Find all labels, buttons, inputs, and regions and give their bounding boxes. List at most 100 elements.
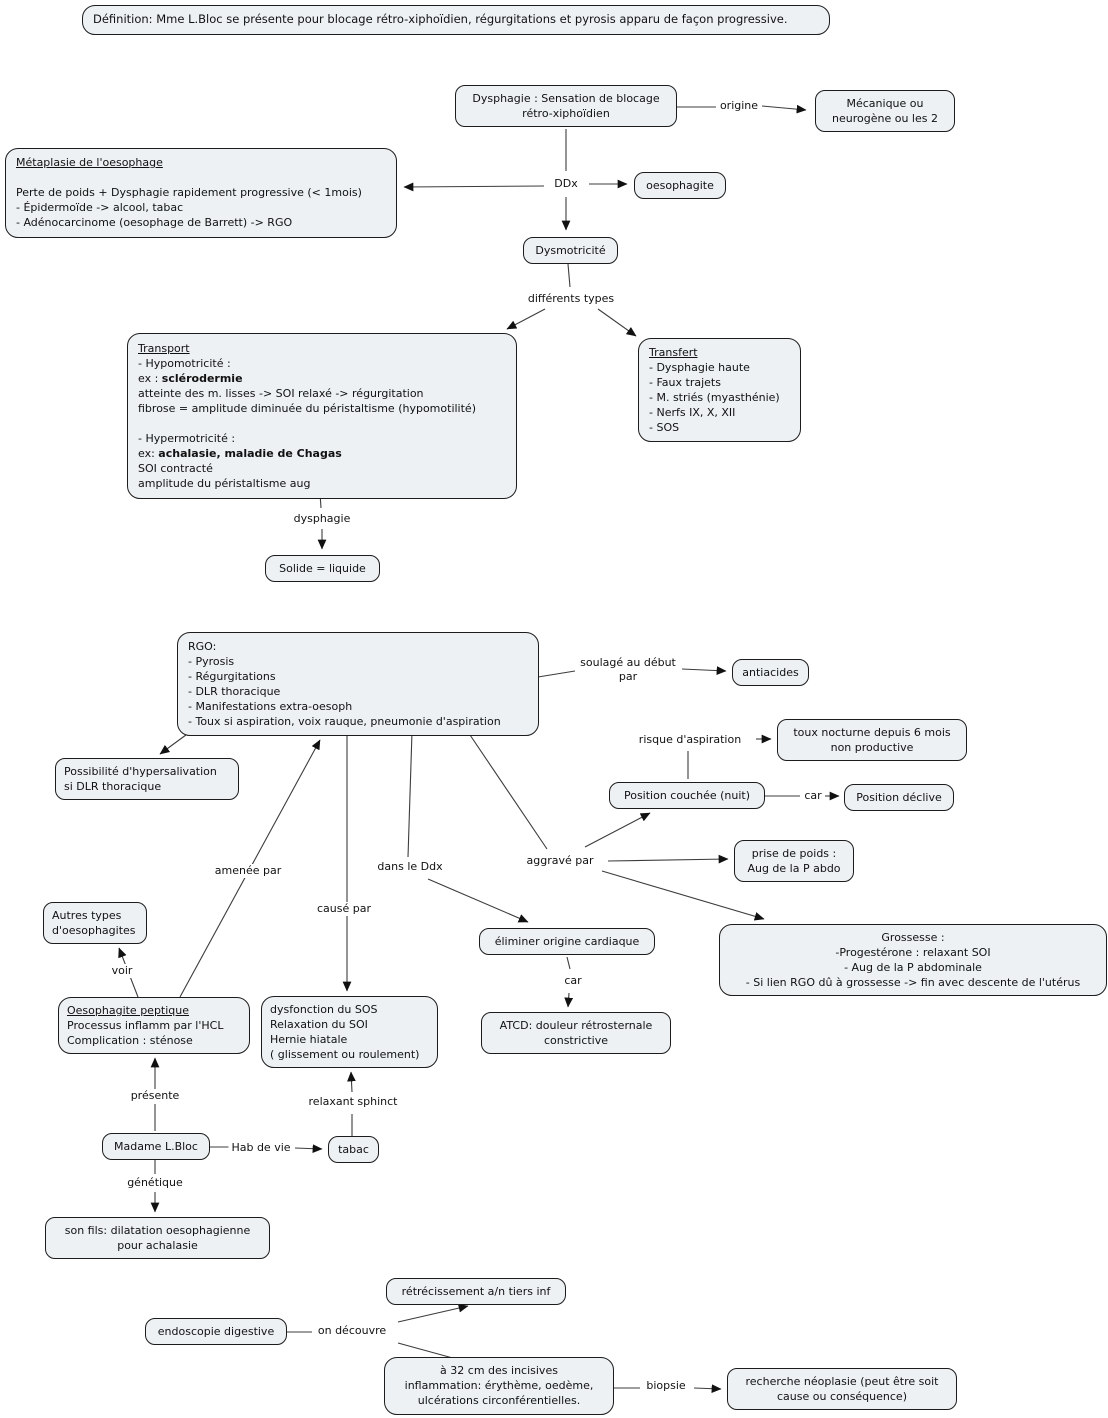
node-autres-oesophagites[interactable]: Autres types d'oesophagites xyxy=(43,902,147,944)
node-definition[interactable]: Définition: Mme L.Bloc se présente pour … xyxy=(82,5,830,35)
node-text: ex : sclérodermie xyxy=(138,371,506,386)
edge-line xyxy=(506,308,546,330)
edge-line xyxy=(597,308,637,337)
node-text: dysfonction du SOS xyxy=(270,1003,378,1016)
node-text: Aug de la P abdo xyxy=(747,862,841,875)
node-hypersalivation[interactable]: Possibilité d'hypersalivation si DLR tho… xyxy=(55,758,239,800)
node-text: Relaxation du SOI xyxy=(270,1018,368,1031)
node-text: - Épidermoïde -> alcool, tabac xyxy=(16,201,184,214)
node-text: tabac xyxy=(338,1143,369,1156)
label-aggrave-par[interactable]: aggravé par xyxy=(523,854,597,868)
node-text: -Progestérone : relaxant SOI xyxy=(835,946,991,959)
label-dans-le-ddx[interactable]: dans le Ddx xyxy=(374,860,446,874)
node-dysfonction-sos[interactable]: dysfonction du SOS Relaxation du SOI Her… xyxy=(261,996,438,1068)
node-text: amplitude du péristaltisme aug xyxy=(138,477,311,490)
node-text: ex: xyxy=(138,447,159,460)
node-text: rétro-xiphoïdien xyxy=(522,107,610,120)
label-on-decouvre[interactable]: on découvre xyxy=(314,1324,390,1338)
node-solide-liquide[interactable]: Solide = liquide xyxy=(265,555,380,582)
label-hab-de-vie[interactable]: Hab de vie xyxy=(228,1141,294,1155)
node-text: recherche néoplasie (peut être soit xyxy=(745,1375,939,1388)
node-transport[interactable]: Transport - Hypomotricité : ex : sclérod… xyxy=(127,333,517,499)
label-biopsie[interactable]: biopsie xyxy=(643,1379,689,1393)
node-text: - Aug de la P abdominale xyxy=(844,961,982,974)
node-prise-de-poids[interactable]: prise de poids : Aug de la P abdo xyxy=(734,840,854,882)
node-text: neurogène ou les 2 xyxy=(832,112,938,125)
spacer xyxy=(138,416,506,431)
node-endoscopie[interactable]: endoscopie digestive xyxy=(145,1318,287,1345)
node-text: ATCD: douleur rétrosternale xyxy=(499,1019,653,1032)
node-text: - Faux trajets xyxy=(649,376,721,389)
node-title: Transfert xyxy=(649,346,698,359)
node-text: - Adénocarcinome (oesophage de Barrett) … xyxy=(16,216,293,229)
node-text: constrictive xyxy=(543,1034,609,1047)
node-32cm-incisives[interactable]: à 32 cm des incisives inflammation: éryt… xyxy=(384,1357,614,1415)
node-text: son fils: dilatation oesophagienne xyxy=(64,1224,251,1237)
label-ddx[interactable]: DDx xyxy=(551,177,581,191)
edge-line xyxy=(564,992,574,1008)
label-origine[interactable]: origine xyxy=(716,99,762,113)
node-dysmotricite[interactable]: Dysmotricité xyxy=(523,237,618,264)
node-toux-nocturne[interactable]: toux nocturne depuis 6 mois non producti… xyxy=(777,719,967,761)
node-text-bold: achalasie, maladie de Chagas xyxy=(158,447,342,460)
label-car-cardiaque[interactable]: car xyxy=(561,974,585,988)
node-atcd[interactable]: ATCD: douleur rétrosternale constrictive xyxy=(481,1012,671,1054)
node-transfert[interactable]: Transfert - Dysphagie haute - Faux traje… xyxy=(638,338,801,442)
node-dysphagie-blocage[interactable]: Dysphagie : Sensation de blocage rétro-x… xyxy=(455,85,677,127)
node-text: ( glissement ou roulement) xyxy=(270,1048,420,1061)
node-title: Transport xyxy=(138,342,190,355)
label-amenee-par[interactable]: amenée par xyxy=(211,864,285,878)
node-oesophagite-peptique[interactable]: Oesophagite peptique Processus inflamm p… xyxy=(58,997,250,1054)
node-text: antiacides xyxy=(742,666,799,679)
node-text: Madame L.Bloc xyxy=(114,1140,198,1153)
label-voir[interactable]: voir xyxy=(108,964,136,978)
node-text: ulcérations circonférentielles. xyxy=(417,1394,581,1407)
edge-line xyxy=(407,731,413,858)
node-son-fils[interactable]: son fils: dilatation oesophagienne pour … xyxy=(45,1217,270,1259)
node-text: - Toux si aspiration, voix rauque, pneum… xyxy=(188,715,501,728)
node-mecanique-neurogene[interactable]: Mécanique ou neurogène ou les 2 xyxy=(815,90,955,132)
label-relaxant-sphinct[interactable]: relaxant sphinct xyxy=(305,1095,401,1109)
node-position-couchee[interactable]: Position couchée (nuit) xyxy=(609,782,765,809)
label-soulage-au-debut-par[interactable]: soulagé au début par xyxy=(577,656,679,684)
node-text: endoscopie digestive xyxy=(157,1325,275,1338)
node-oesophagite[interactable]: oesophagite xyxy=(634,172,726,199)
node-text: ex : xyxy=(138,372,162,385)
edge-line xyxy=(467,731,548,850)
node-text: - Régurgitations xyxy=(188,670,276,683)
edge-line xyxy=(567,263,571,288)
node-text: - Hypermotricité : xyxy=(138,432,236,445)
node-text: rétrécissement a/n tiers inf xyxy=(401,1285,551,1298)
node-text: - M. striés (myasthénie) xyxy=(649,391,780,404)
label-cause-par[interactable]: causé par xyxy=(313,902,375,916)
node-madame-lbloc[interactable]: Madame L.Bloc xyxy=(102,1133,210,1160)
node-text: - Pyrosis xyxy=(188,655,235,668)
node-text: Dysmotricité xyxy=(535,244,606,257)
node-position-declive[interactable]: Position déclive xyxy=(844,784,954,811)
node-rgo[interactable]: RGO: - Pyrosis - Régurgitations - DLR th… xyxy=(177,632,539,736)
node-text: - Si lien RGO dû à grossesse -> fin avec… xyxy=(745,976,1081,989)
edge-line xyxy=(761,104,807,114)
label-risque-aspiration[interactable]: risque d'aspiration xyxy=(635,733,745,747)
node-text-bold: sclérodermie xyxy=(161,372,243,385)
node-text: RGO: xyxy=(188,640,217,653)
label-dysphagie[interactable]: dysphagie xyxy=(290,512,354,526)
node-eliminer-cardiaque[interactable]: éliminer origine cardiaque xyxy=(479,928,655,955)
label-car-position[interactable]: car xyxy=(801,789,825,803)
node-tabac[interactable]: tabac xyxy=(328,1136,379,1163)
label-differents-types[interactable]: différents types xyxy=(524,292,618,306)
node-metaplasie[interactable]: Métaplasie de l'oesophage Perte de poids… xyxy=(5,148,397,238)
node-text: - SOS xyxy=(649,421,680,434)
node-retrecissement[interactable]: rétrécissement a/n tiers inf xyxy=(386,1278,566,1305)
label-genetique[interactable]: génétique xyxy=(124,1176,186,1190)
node-text: Processus inflamm par l'HCL xyxy=(67,1019,224,1032)
node-recherche-neoplasie[interactable]: recherche néoplasie (peut être soit caus… xyxy=(727,1368,957,1410)
node-text: - Hypomotricité : xyxy=(138,357,231,370)
node-text: Solide = liquide xyxy=(279,562,366,575)
label-presente[interactable]: présente xyxy=(127,1089,183,1103)
definition-text: Définition: Mme L.Bloc se présente pour … xyxy=(93,12,788,26)
node-grossesse[interactable]: Grossesse : -Progestérone : relaxant SOI… xyxy=(719,924,1107,996)
node-title: Métaplasie de l'oesophage xyxy=(16,156,163,169)
node-antiacides[interactable]: antiacides xyxy=(732,659,809,686)
